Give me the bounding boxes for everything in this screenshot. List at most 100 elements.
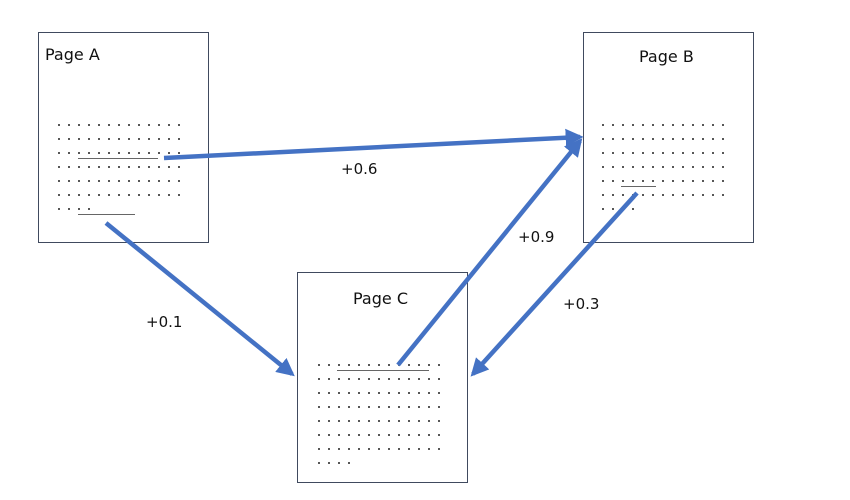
text-dot	[158, 180, 160, 182]
text-dot	[328, 434, 330, 436]
text-dot	[408, 364, 410, 366]
text-dot	[148, 124, 150, 126]
text-dot	[378, 406, 380, 408]
text-dot	[408, 420, 410, 422]
page-b-link-c-underline	[621, 186, 656, 187]
text-dot	[58, 180, 60, 182]
text-dot	[612, 208, 614, 210]
text-dot	[388, 448, 390, 450]
text-dot	[98, 152, 100, 154]
text-dot	[348, 364, 350, 366]
text-dot	[692, 138, 694, 140]
text-dot	[148, 138, 150, 140]
text-dot	[438, 364, 440, 366]
weight-label-c-to-b: +0.9	[518, 228, 555, 246]
text-dot	[662, 180, 664, 182]
text-dot	[712, 180, 714, 182]
text-dot	[178, 194, 180, 196]
text-dot	[348, 392, 350, 394]
text-dot	[338, 364, 340, 366]
text-dot	[722, 138, 724, 140]
text-dot	[692, 124, 694, 126]
text-dot	[138, 138, 140, 140]
page-a-title: Page A	[45, 45, 100, 64]
text-dot	[88, 124, 90, 126]
text-dot	[682, 138, 684, 140]
text-dot	[438, 434, 440, 436]
text-dot	[178, 180, 180, 182]
text-dot	[108, 194, 110, 196]
text-dot	[682, 166, 684, 168]
text-dot	[358, 378, 360, 380]
text-dot	[128, 180, 130, 182]
text-dot	[118, 152, 120, 154]
text-dot	[78, 166, 80, 168]
text-dot	[328, 420, 330, 422]
text-dot	[368, 392, 370, 394]
text-dot	[108, 166, 110, 168]
text-dot	[318, 392, 320, 394]
text-dot	[68, 166, 70, 168]
text-dot	[68, 194, 70, 196]
text-dot	[398, 406, 400, 408]
text-dot	[348, 406, 350, 408]
text-dot	[138, 152, 140, 154]
text-dot	[98, 166, 100, 168]
text-dot	[602, 180, 604, 182]
text-dot	[318, 462, 320, 464]
text-dot	[178, 138, 180, 140]
text-dot	[642, 180, 644, 182]
text-dot	[692, 180, 694, 182]
text-dot	[98, 124, 100, 126]
text-dot	[652, 166, 654, 168]
text-dot	[138, 194, 140, 196]
text-dot	[712, 194, 714, 196]
text-dot	[318, 364, 320, 366]
text-dot	[418, 420, 420, 422]
text-dot	[682, 180, 684, 182]
text-dot	[652, 180, 654, 182]
text-dot	[148, 180, 150, 182]
text-dot	[128, 152, 130, 154]
text-dot	[368, 434, 370, 436]
page-a-link-c-underline	[78, 214, 135, 215]
text-dot	[68, 152, 70, 154]
text-dot	[378, 434, 380, 436]
text-dot	[662, 194, 664, 196]
text-dot	[712, 166, 714, 168]
text-dot	[682, 124, 684, 126]
text-dot	[148, 152, 150, 154]
text-dot	[722, 166, 724, 168]
text-dot	[428, 448, 430, 450]
text-dot	[428, 378, 430, 380]
text-dot	[722, 180, 724, 182]
text-dot	[328, 406, 330, 408]
text-dot	[368, 378, 370, 380]
text-dot	[408, 434, 410, 436]
text-dot	[612, 180, 614, 182]
text-dot	[682, 152, 684, 154]
text-dot	[378, 364, 380, 366]
text-dot	[368, 420, 370, 422]
text-dot	[702, 166, 704, 168]
text-dot	[168, 194, 170, 196]
text-dot	[338, 420, 340, 422]
text-dot	[438, 448, 440, 450]
text-dot	[428, 434, 430, 436]
page-c-title: Page C	[353, 289, 408, 308]
text-dot	[428, 406, 430, 408]
text-dot	[368, 448, 370, 450]
text-dot	[178, 166, 180, 168]
text-dot	[338, 406, 340, 408]
text-dot	[612, 124, 614, 126]
text-dot	[398, 392, 400, 394]
text-dot	[602, 124, 604, 126]
text-dot	[418, 392, 420, 394]
page-c-text-dots	[318, 364, 448, 476]
text-dot	[388, 406, 390, 408]
text-dot	[68, 180, 70, 182]
text-dot	[68, 138, 70, 140]
weight-label-b-to-c: +0.3	[563, 295, 600, 313]
text-dot	[612, 194, 614, 196]
